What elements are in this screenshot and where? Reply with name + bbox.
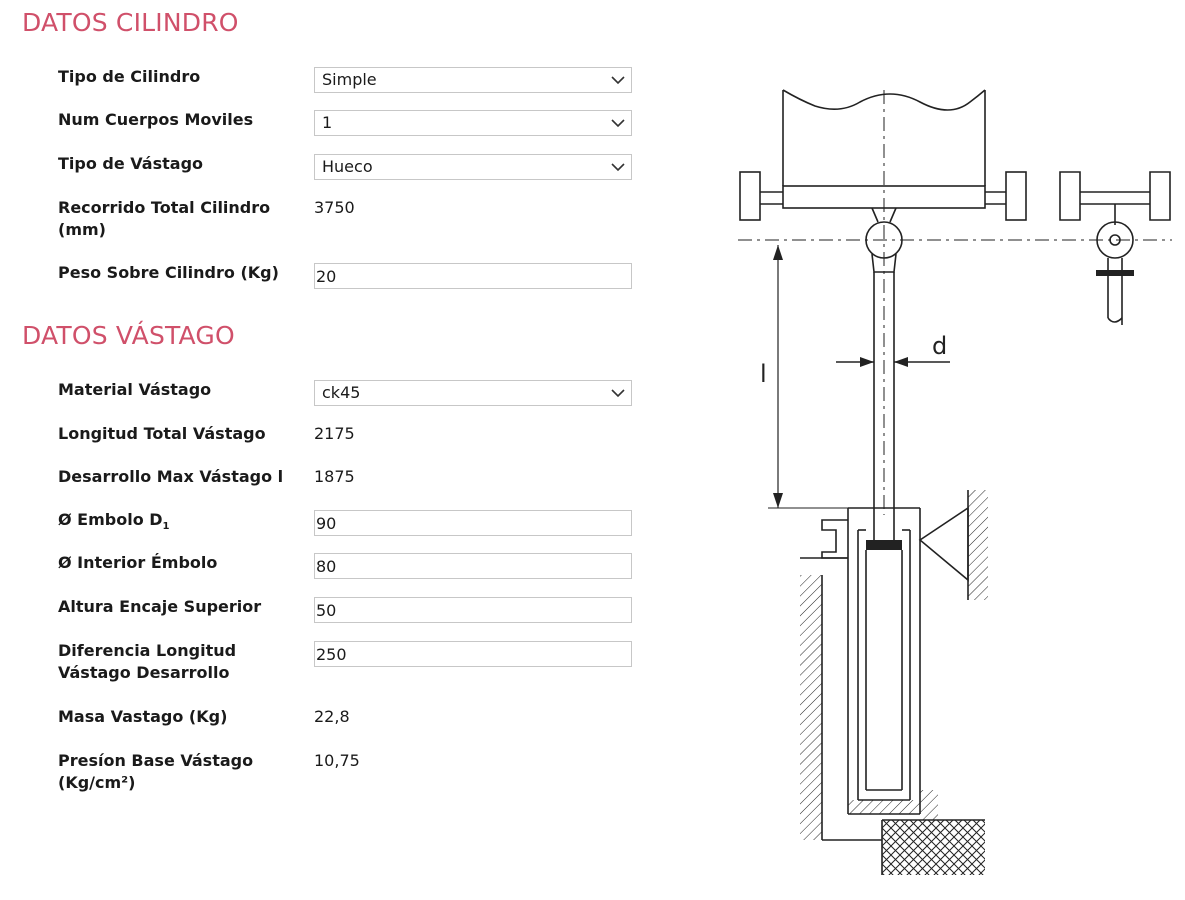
value-presion: 10,75	[314, 751, 360, 770]
select-material[interactable]: ck45	[314, 380, 632, 406]
select-num-cuerpos-value: 1	[322, 113, 333, 132]
value-recorrido: 3750	[314, 198, 355, 217]
label-presion: Presíon Base Vástago (Kg/cm²)	[58, 751, 254, 792]
input-interior-embolo[interactable]	[314, 553, 632, 579]
row-desarrollo-max: Desarrollo Max Vástago l 1875	[58, 466, 638, 510]
cylinder-diagram: d l	[738, 89, 1172, 875]
select-tipo-cilindro-value: Simple	[322, 70, 377, 89]
row-embolo-d1: Ø Embolo D1	[58, 509, 638, 553]
input-peso[interactable]	[314, 263, 632, 289]
select-tipo-vastago-value: Hueco	[322, 157, 373, 176]
row-tipo-cilindro: Tipo de Cilindro Simple	[58, 66, 638, 110]
row-longitud-total: Longitud Total Vástago 2175	[58, 423, 638, 467]
section-title-cilindro: DATOS CILINDRO	[22, 8, 239, 37]
select-material-value: ck45	[322, 383, 361, 402]
select-tipo-cilindro[interactable]: Simple	[314, 67, 632, 93]
row-altura-encaje: Altura Encaje Superior	[58, 596, 638, 640]
label-tipo-vastago: Tipo de Vástago	[58, 154, 204, 173]
label-diferencia: Diferencia Longitud Vástago Desarrollo	[58, 641, 237, 682]
label-masa: Masa Vastago (Kg)	[58, 707, 228, 726]
input-embolo-d1[interactable]	[314, 510, 632, 536]
row-num-cuerpos: Num Cuerpos Moviles 1	[58, 109, 638, 153]
row-presion: Presíon Base Vástago (Kg/cm²) 10,75	[58, 750, 638, 794]
label-peso: Peso Sobre Cilindro (Kg)	[58, 263, 279, 282]
chevron-down-icon	[611, 389, 625, 398]
row-material: Material Vástago ck45	[58, 379, 638, 423]
label-desarrollo-max: Desarrollo Max Vástago l	[58, 467, 284, 486]
select-num-cuerpos[interactable]: 1	[314, 110, 632, 136]
chevron-down-icon	[611, 119, 625, 128]
label-embolo-d1-text: Ø Embolo D	[58, 510, 163, 529]
label-material: Material Vástago	[58, 380, 212, 399]
value-masa: 22,8	[314, 707, 350, 726]
label-altura-encaje: Altura Encaje Superior	[58, 597, 262, 616]
row-diferencia: Diferencia Longitud Vástago Desarrollo	[58, 640, 638, 684]
value-longitud-total: 2175	[314, 424, 355, 443]
label-interior-embolo: Ø Interior Émbolo	[58, 553, 218, 572]
chevron-down-icon	[611, 76, 625, 85]
section-title-vastago: DATOS VÁSTAGO	[22, 321, 235, 350]
select-tipo-vastago[interactable]: Hueco	[314, 154, 632, 180]
input-altura-encaje[interactable]	[314, 597, 632, 623]
label-embolo-d1-sub: 1	[162, 521, 170, 533]
input-diferencia[interactable]	[314, 641, 632, 667]
label-longitud-total: Longitud Total Vástago	[58, 424, 266, 443]
label-recorrido: Recorrido Total Cilindro (mm)	[58, 198, 271, 239]
label-embolo-d1: Ø Embolo D1	[58, 509, 308, 538]
diagram-label-l: l	[760, 360, 767, 388]
value-desarrollo-max: 1875	[314, 467, 355, 486]
row-peso: Peso Sobre Cilindro (Kg)	[58, 262, 638, 306]
chevron-down-icon	[611, 163, 625, 172]
row-tipo-vastago: Tipo de Vástago Hueco	[58, 153, 638, 197]
diagram-label-d: d	[932, 332, 947, 360]
row-interior-embolo: Ø Interior Émbolo	[58, 552, 638, 596]
label-tipo-cilindro: Tipo de Cilindro	[58, 67, 201, 86]
row-masa: Masa Vastago (Kg) 22,8	[58, 706, 638, 750]
row-recorrido: Recorrido Total Cilindro (mm) 3750	[58, 197, 638, 241]
label-num-cuerpos: Num Cuerpos Moviles	[58, 110, 254, 129]
